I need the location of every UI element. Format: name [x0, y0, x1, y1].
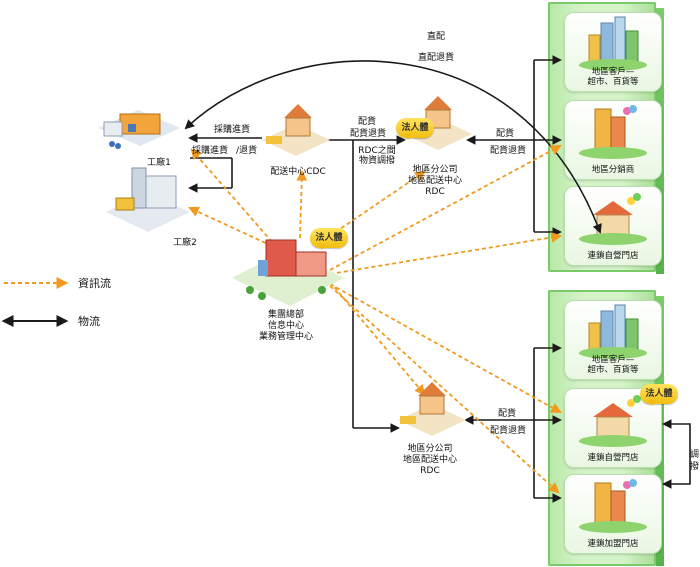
rdc-bottom-icon: [398, 382, 466, 436]
store-icon: [579, 395, 647, 447]
card-label: 地區分銷商: [591, 165, 635, 175]
legend-info-label: 資訊流: [78, 277, 111, 290]
rdc-top-label-2: 地區配送中心: [407, 176, 463, 186]
rdc-bottom-label-2: 地區配送中心: [402, 455, 458, 465]
hq-label-2: 信息中心: [267, 321, 305, 331]
transfer-label-1: 調: [690, 450, 700, 460]
legal-entity-badge-hq: 法人體: [310, 228, 348, 250]
hq-label-1: 集團總部: [267, 310, 305, 320]
card-regional-customer-top: 地區客戶—超市、百貨等: [564, 12, 662, 92]
rdc-between-label-1: RDC之間: [358, 146, 396, 156]
rdc-store-return-label-bottom: 配貨退貨: [490, 426, 527, 436]
info-lines: [188, 144, 563, 494]
direct-delivery-label: 直配: [426, 32, 446, 42]
legend-logistics-label: 物流: [78, 315, 100, 328]
rdc-store-return-label-top: 配貨退貨: [490, 146, 527, 156]
rdc-bottom-label-3: RDC: [420, 466, 440, 476]
purchase-label-3: /退貨: [236, 146, 258, 156]
transfer-label-2: 撥: [690, 462, 700, 472]
store-icon: [579, 193, 647, 245]
card-label: 地區客戶—超市、百貨等: [587, 355, 639, 375]
factory1-icon: [98, 110, 180, 149]
card-label: 連鎖自營門店: [587, 453, 639, 463]
direct-delivery-arc: [184, 60, 602, 234]
rdc-store-delivery-label-bottom: 配貨: [498, 409, 517, 419]
card-label: 地區客戶—超市、百貨等: [587, 67, 639, 87]
card-regional-customer-bottom: 地區客戶—超市、百貨等: [564, 300, 662, 380]
purchase-label-2: 採購進貨: [192, 146, 229, 156]
cdc-label: 配送中心CDC: [270, 167, 326, 177]
rdc-top-label-1: 地區分公司: [412, 165, 458, 175]
factory2-label: 工廠2: [173, 238, 197, 248]
legal-entity-badge-rdc: 法人體: [396, 118, 434, 140]
hq-label-3: 業務管理中心: [258, 332, 314, 342]
factory1-label: 工廠1: [147, 158, 171, 168]
card-chain-franchise-store: 連鎖加盟門店: [564, 474, 662, 554]
city-buildings-icon: [579, 304, 647, 359]
cdc-icon: [262, 104, 330, 156]
card-label: 連鎖加盟門店: [587, 539, 639, 549]
cdc-rdc-delivery-label: 配貨: [358, 117, 377, 127]
purchase-label-1: 採購進貨: [214, 125, 251, 135]
cdc-rdc-return-label: 配貨退貨: [350, 129, 387, 139]
mall-building-icon: [579, 479, 647, 533]
logistics-lines: [184, 55, 691, 503]
city-buildings-icon: [579, 16, 647, 71]
factory2-icon: [106, 167, 190, 232]
rdc-bottom-label-1: 地區分公司: [407, 444, 453, 454]
direct-return-label: 直配退貨: [417, 53, 455, 63]
rdc-store-delivery-label-top: 配貨: [496, 129, 515, 139]
legal-entity-badge-store: 法人體: [640, 384, 678, 406]
rdc-top-label-3: RDC: [425, 187, 445, 197]
hq-icon: [232, 239, 344, 306]
rdc-between-label-2: 物資調撥: [358, 156, 396, 166]
transfer-loop: [662, 419, 691, 489]
card-label: 連鎖自營門店: [587, 251, 639, 261]
